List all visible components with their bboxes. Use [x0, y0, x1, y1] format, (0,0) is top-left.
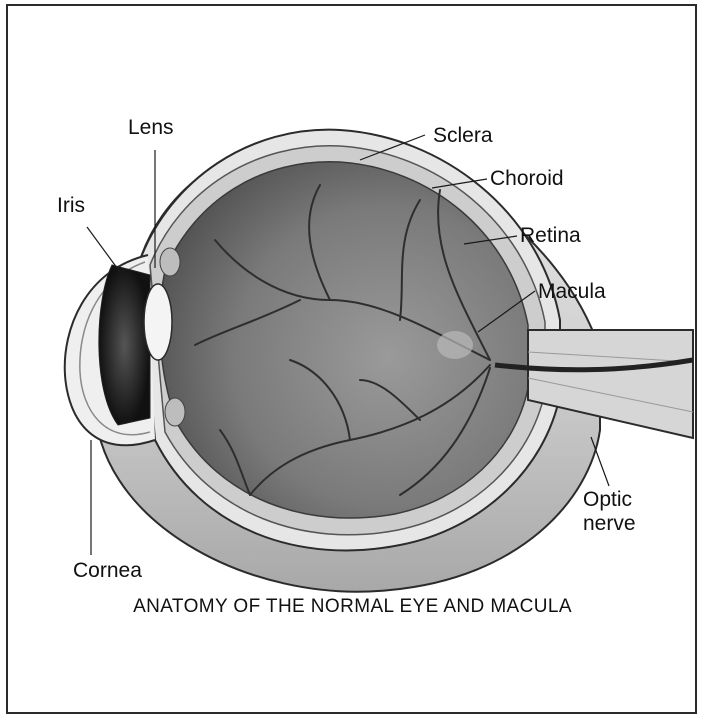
label-sclera: Sclera [433, 125, 493, 146]
lens-shape [144, 284, 172, 360]
label-retina: Retina [520, 225, 581, 246]
figure-caption: ANATOMY OF THE NORMAL EYE AND MACULA [0, 596, 705, 618]
iris-shape [99, 265, 150, 425]
macula-spot [437, 331, 473, 359]
label-lens: Lens [128, 117, 174, 138]
label-macula: Macula [538, 281, 606, 302]
label-optic-nerve: Optic nerve [583, 488, 636, 536]
label-choroid: Choroid [490, 168, 564, 189]
label-iris: Iris [57, 195, 85, 216]
label-optic-line2: nerve [583, 512, 636, 536]
label-cornea: Cornea [73, 560, 142, 581]
label-optic-line1: Optic [583, 488, 636, 512]
